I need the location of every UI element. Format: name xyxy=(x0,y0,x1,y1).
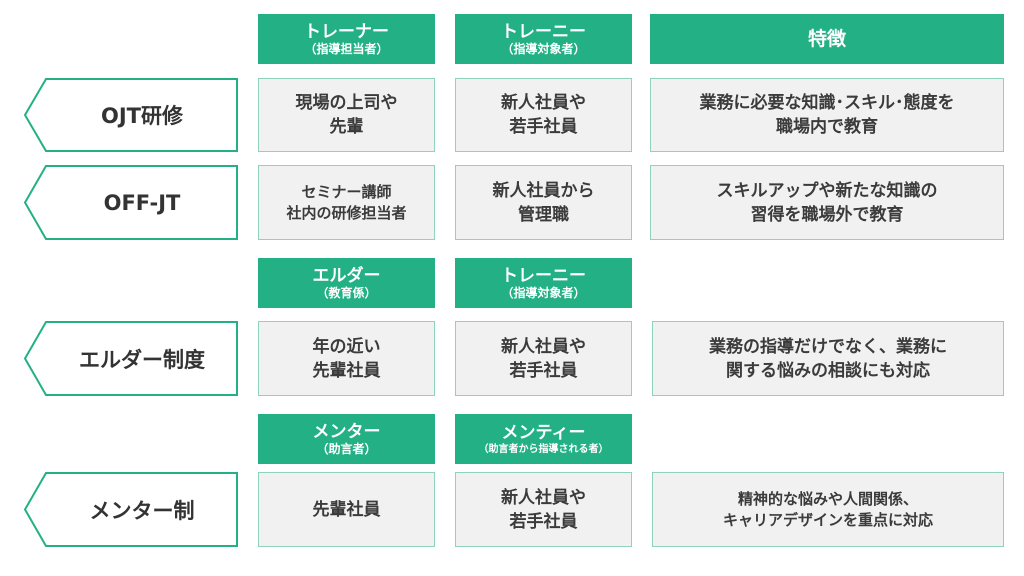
chevron-tag-shape xyxy=(24,321,238,396)
header-trainer-title: トレーナー xyxy=(304,21,389,42)
header-elder-title: エルダー xyxy=(312,265,381,286)
chevron-tag-shape xyxy=(24,472,238,547)
cell-elder-trainee: 新人社員や 若手社員 xyxy=(455,321,632,396)
row-label-elder-text: エルダー制度 xyxy=(79,347,205,372)
row-label-mentor: メンター制 xyxy=(24,472,238,547)
row-label-elder: エルダー制度 xyxy=(24,321,238,396)
chevron-tag-shape xyxy=(24,78,238,152)
cell-offjt-trainee: 新人社員から 管理職 xyxy=(455,165,632,240)
header-elder-trainee: トレーニー （指導対象者） xyxy=(455,258,632,308)
header-features-title: 特徴 xyxy=(807,28,846,50)
header-trainee-subtitle: （指導対象者） xyxy=(501,41,586,56)
cell-mentor-trainer: 先輩社員 xyxy=(258,472,435,547)
chevron-tag-shape xyxy=(24,165,238,240)
cell-mentor-trainee: 新人社員や 若手社員 xyxy=(455,472,632,547)
row-label-ojt-text: OJT研修 xyxy=(101,104,183,128)
header-trainee-title: トレーニー xyxy=(501,21,586,42)
row-label-offjt: OFF-JT xyxy=(24,165,238,240)
header-mentee: メンティー （助言者から指導される者） xyxy=(455,414,632,464)
cell-ojt-trainer: 現場の上司や 先輩 xyxy=(258,78,435,152)
cell-elder-trainer: 年の近い 先輩社員 xyxy=(258,321,435,396)
cell-ojt-trainee: 新人社員や 若手社員 xyxy=(455,78,632,152)
row-label-ojt: OJT研修 xyxy=(24,78,238,152)
row-label-mentor-text: メンター制 xyxy=(89,498,195,523)
header-elder-subtitle: （教育係） xyxy=(316,285,377,300)
header-mentor-title: メンター xyxy=(312,421,381,442)
header-elder-trainee-subtitle: （指導対象者） xyxy=(501,285,586,300)
header-elder: エルダー （教育係） xyxy=(258,258,435,308)
header-mentor-subtitle: （助言者） xyxy=(316,441,377,456)
header-mentee-title: メンティー xyxy=(501,422,586,443)
header-trainee: トレーニー （指導対象者） xyxy=(455,14,632,64)
header-trainer-subtitle: （指導担当者） xyxy=(304,41,389,56)
cell-elder-feature: 業務の指導だけでなく、業務に 関する悩みの相談にも対応 xyxy=(652,321,1004,396)
header-features: 特徴 xyxy=(650,14,1004,64)
cell-mentor-feature: 精神的な悩みや人間関係、 キャリアデザインを重点に対応 xyxy=(652,472,1004,547)
header-trainer: トレーナー （指導担当者） xyxy=(258,14,435,64)
header-mentee-subtitle: （助言者から指導される者） xyxy=(478,443,609,455)
cell-offjt-feature: スキルアップや新たな知識の 習得を職場外で教育 xyxy=(650,165,1004,240)
row-label-offjt-text: OFF-JT xyxy=(103,190,181,215)
header-mentor: メンター （助言者） xyxy=(258,414,435,464)
cell-offjt-trainer: セミナー講師 社内の研修担当者 xyxy=(258,165,435,240)
cell-ojt-feature: 業務に必要な知識･スキル･態度を 職場内で教育 xyxy=(650,78,1004,152)
header-elder-trainee-title: トレーニー xyxy=(501,265,586,286)
